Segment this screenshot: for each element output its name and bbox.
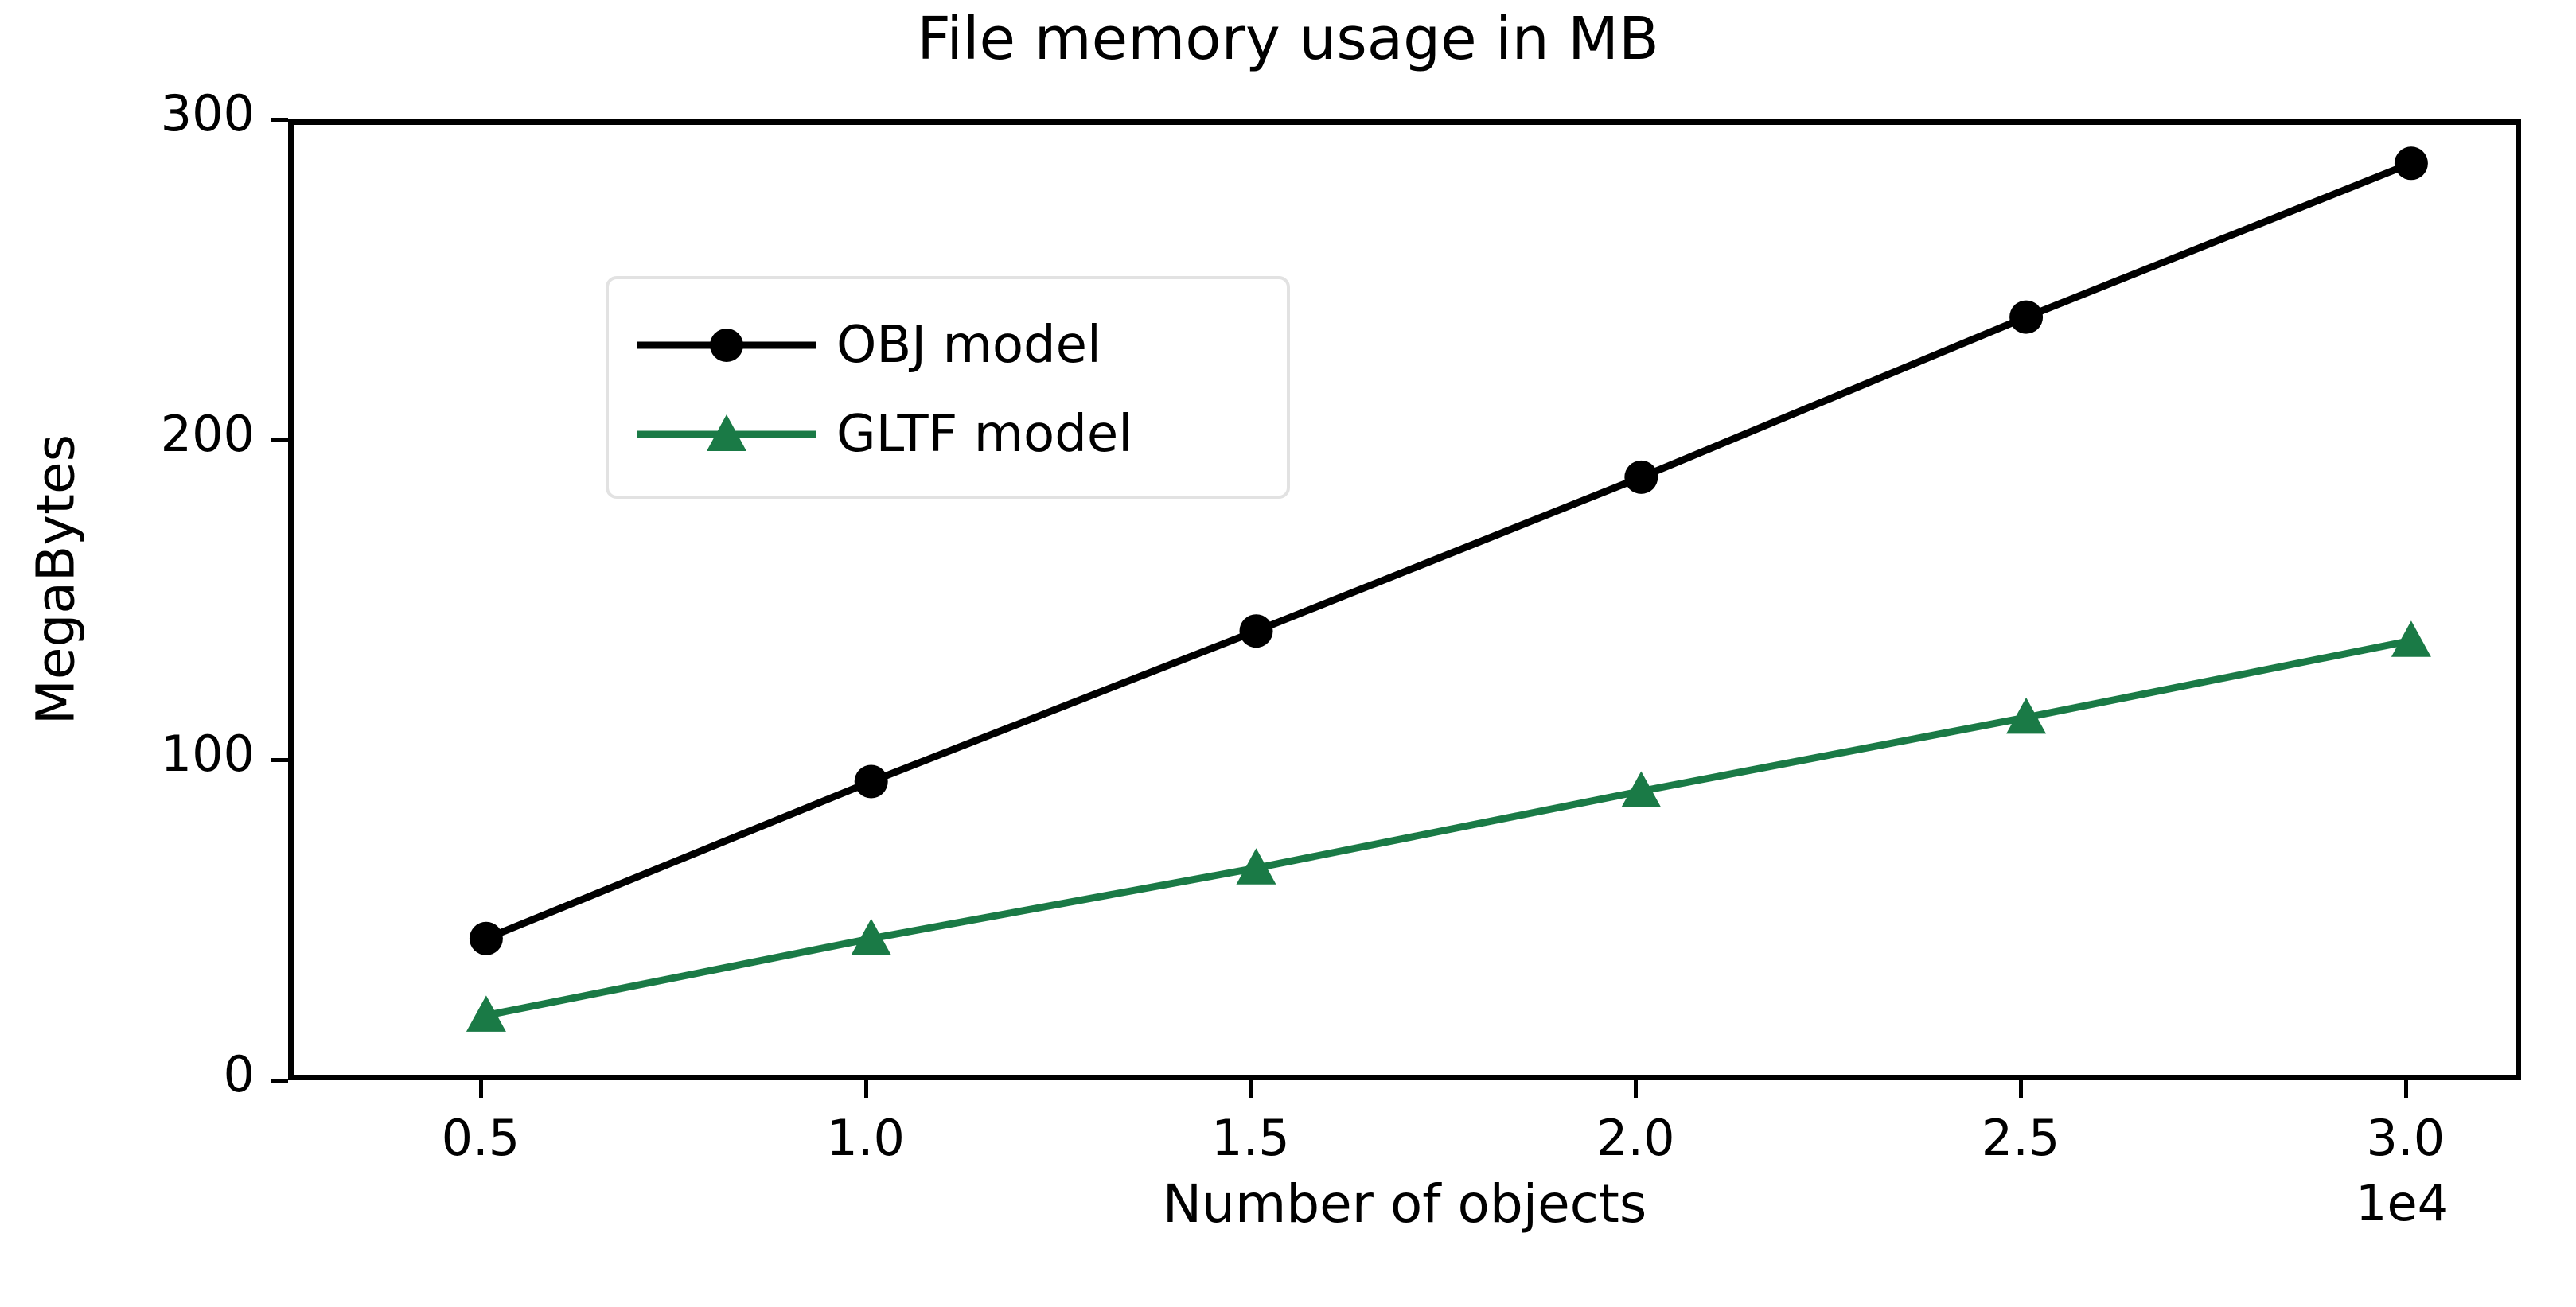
x-tick-label: 2.0 xyxy=(1596,1109,1675,1167)
chart-title: File memory usage in MB xyxy=(917,5,1659,73)
legend-label: GLTF model xyxy=(836,405,1132,464)
data-point-circle xyxy=(1624,460,1658,494)
x-axis-label: Number of objects xyxy=(1162,1173,1647,1235)
x-tick-label: 1.0 xyxy=(826,1109,905,1167)
x-tick-mark xyxy=(863,1080,868,1098)
data-point-triangle xyxy=(1621,771,1662,807)
chart-canvas xyxy=(466,146,2431,1032)
y-tick-label: 200 xyxy=(160,404,255,463)
legend-item[interactable]: OBJ model xyxy=(609,301,1293,389)
y-tick-label: 0 xyxy=(223,1045,255,1103)
x-tick-label: 1.5 xyxy=(1211,1109,1290,1167)
x-axis-offset-text: 1e4 xyxy=(2356,1174,2449,1232)
data-point-triangle xyxy=(2391,620,2431,657)
x-tick-mark xyxy=(2019,1080,2024,1098)
data-point-circle xyxy=(1239,614,1273,648)
series-line xyxy=(485,160,2413,942)
legend-circle-marker-icon xyxy=(631,301,822,389)
series-line xyxy=(485,636,2412,1019)
data-point-circle xyxy=(2009,300,2044,334)
data-point-triangle xyxy=(1236,848,1276,885)
data-point-circle xyxy=(854,764,888,799)
data-point-circle xyxy=(2394,146,2428,181)
y-tick-label: 300 xyxy=(160,84,255,142)
y-tick-label: 100 xyxy=(160,725,255,784)
series-obj-model xyxy=(469,146,2428,955)
y-axis-label: MegaBytes xyxy=(25,434,87,725)
data-point-triangle xyxy=(2006,697,2047,734)
y-tick-mark xyxy=(271,438,288,442)
x-tick-mark xyxy=(2403,1080,2408,1098)
y-tick-mark xyxy=(271,758,288,763)
data-point-circle xyxy=(469,921,503,955)
x-tick-label: 2.5 xyxy=(1981,1109,2060,1167)
x-tick-mark xyxy=(1634,1080,1639,1098)
legend-label: OBJ model xyxy=(836,316,1101,375)
y-tick-mark xyxy=(271,1079,288,1083)
data-point-triangle xyxy=(466,995,506,1032)
y-tick-mark xyxy=(271,118,288,122)
series-gltf-model xyxy=(466,620,2431,1032)
legend-item[interactable]: GLTF model xyxy=(609,391,1293,478)
x-tick-label: 3.0 xyxy=(2366,1109,2445,1167)
legend-triangle-marker-icon xyxy=(631,391,822,478)
x-tick-mark xyxy=(1249,1080,1253,1098)
data-point-triangle xyxy=(851,918,891,955)
x-tick-mark xyxy=(478,1080,483,1098)
x-tick-label: 0.5 xyxy=(441,1109,520,1167)
